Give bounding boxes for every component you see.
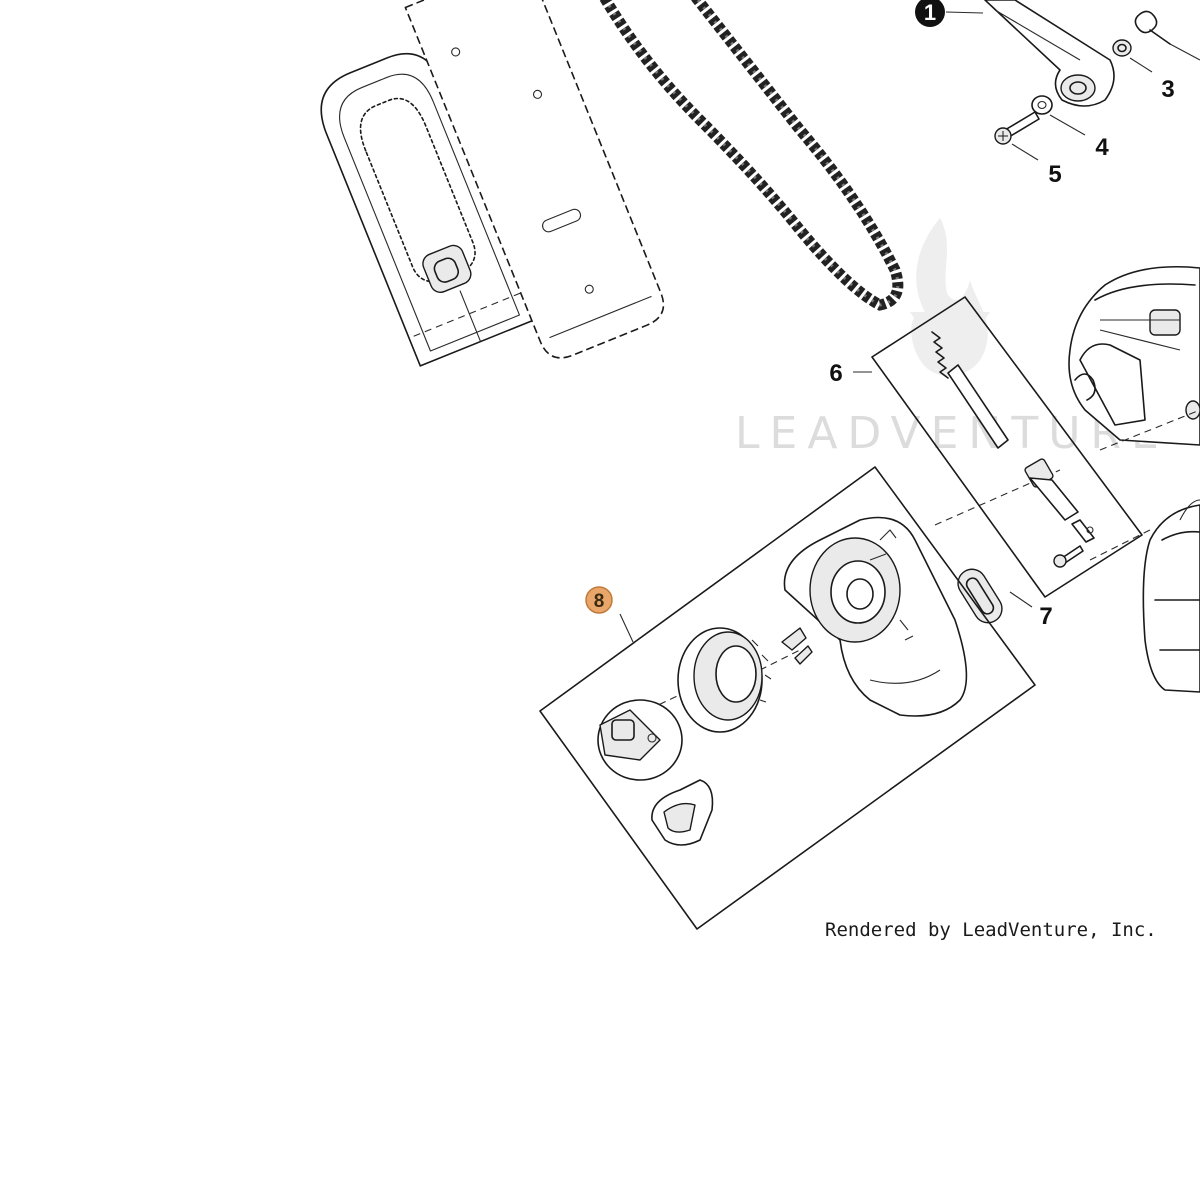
callout-5[interactable]: 5 [1048, 161, 1061, 188]
oil-tank[interactable] [1142, 499, 1200, 693]
saw-chain[interactable] [599, 0, 904, 311]
sprocket-cover-kit-icon[interactable] [539, 466, 1036, 930]
watermark: LEADVENTURE [735, 218, 1169, 459]
callout-4[interactable]: 4 [1095, 134, 1109, 161]
callout-6-label: 6 [829, 360, 842, 387]
watermark-text: LEADVENTURE [735, 408, 1169, 459]
bar-guard[interactable] [309, 42, 539, 367]
callout-8-label: 8 [594, 591, 605, 612]
callout-7-label: 7 [1039, 603, 1052, 630]
callout-3[interactable]: 3 [1161, 76, 1174, 103]
callout-1[interactable]: 1 [915, 0, 945, 27]
tensioner-kit-icon[interactable] [871, 296, 1143, 598]
callout-7[interactable]: 7 [1039, 603, 1052, 630]
callout-5-label: 5 [1048, 161, 1061, 188]
callout-8[interactable]: 8 [585, 586, 613, 614]
callout-6[interactable]: 6 [829, 360, 842, 387]
motor-housing[interactable] [1068, 265, 1200, 446]
flame-logo-icon [910, 218, 990, 377]
washer-icon[interactable] [1031, 95, 1053, 115]
screw-icon[interactable] [994, 111, 1040, 145]
callout-1-label: 1 [924, 0, 936, 25]
handle-arm-icon[interactable] [984, 0, 1115, 107]
callout-3-label: 3 [1161, 76, 1174, 103]
slot-insert-icon[interactable] [953, 564, 1033, 628]
credit-text: Rendered by LeadVenture, Inc. [825, 919, 1157, 941]
spring-bushing-icon[interactable] [1112, 10, 1200, 61]
callout-leaders [619, 11, 1153, 643]
callout-4-label: 4 [1095, 134, 1109, 161]
guide-bar[interactable] [404, 0, 670, 365]
